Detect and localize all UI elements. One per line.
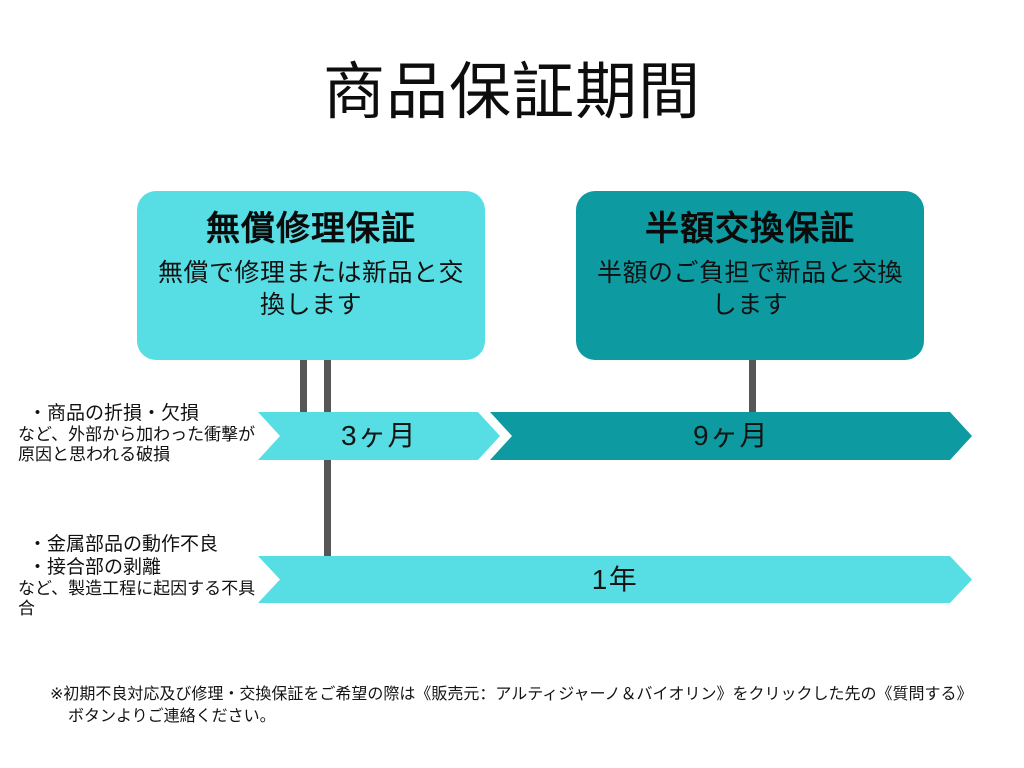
card-free-repair-description: 無償で修理または新品と交換します: [157, 259, 464, 319]
row-label-manufacturing-defect-sub: など、製造工程に起因する不具合: [18, 579, 256, 618]
connector-line-free-to-3months: [300, 360, 307, 415]
row-label-impact-damage-lead: ・商品の折損・欠損: [28, 403, 200, 424]
card-half-price-heading: 半額交換保証: [645, 210, 855, 248]
bar-9-months: 9ヶ月: [490, 412, 972, 460]
card-free-repair-warranty: 無償修理保証 無償で修理または新品と交換します: [137, 191, 485, 360]
row-label-manufacturing-defect-lead-1: ・金属部品の動作不良: [28, 534, 219, 555]
row-label-impact-damage-sub: など、外部から加わった衝撃が原因と思われる破損: [18, 425, 256, 464]
page-title: 商品保証期間: [322, 58, 701, 127]
connector-line-half-to-9months: [749, 360, 756, 415]
row-label-impact-damage: ・商品の折損・欠損 など、外部から加わった衝撃が原因と思われる破損: [18, 402, 256, 465]
row-label-manufacturing-defect: ・金属部品の動作不良 ・接合部の剥離 など、製造工程に起因する不具合: [18, 533, 256, 619]
card-half-price-exchange-warranty: 半額交換保証 半額のご負担で新品と交換します: [576, 191, 924, 360]
bar-1-year: 1年: [258, 556, 972, 603]
bar-1-year-label: 1年: [591, 563, 639, 595]
connector-line-free-to-1year: [324, 360, 331, 603]
footnote: ※初期不良対応及び修理・交換保証をご希望の際は《販売元：アルティジャーノ＆バイオ…: [50, 684, 994, 728]
card-half-price-description: 半額のご負担で新品と交換します: [596, 259, 903, 319]
row-label-manufacturing-defect-lead-2: ・接合部の剥離: [28, 557, 162, 578]
bar-3-months-label: 3ヶ月: [340, 420, 418, 451]
card-free-repair-heading: 無償修理保証: [206, 210, 416, 248]
footnote-line-1: ※初期不良対応及び修理・交換保証をご希望の際は《販売元：アルティジャーノ＆バイオ…: [50, 686, 973, 703]
bar-3-months: 3ヶ月: [258, 412, 500, 460]
footnote-line-2: ボタンよりご連絡ください。: [68, 708, 276, 725]
bar-9-months-label: 9ヶ月: [692, 420, 770, 451]
